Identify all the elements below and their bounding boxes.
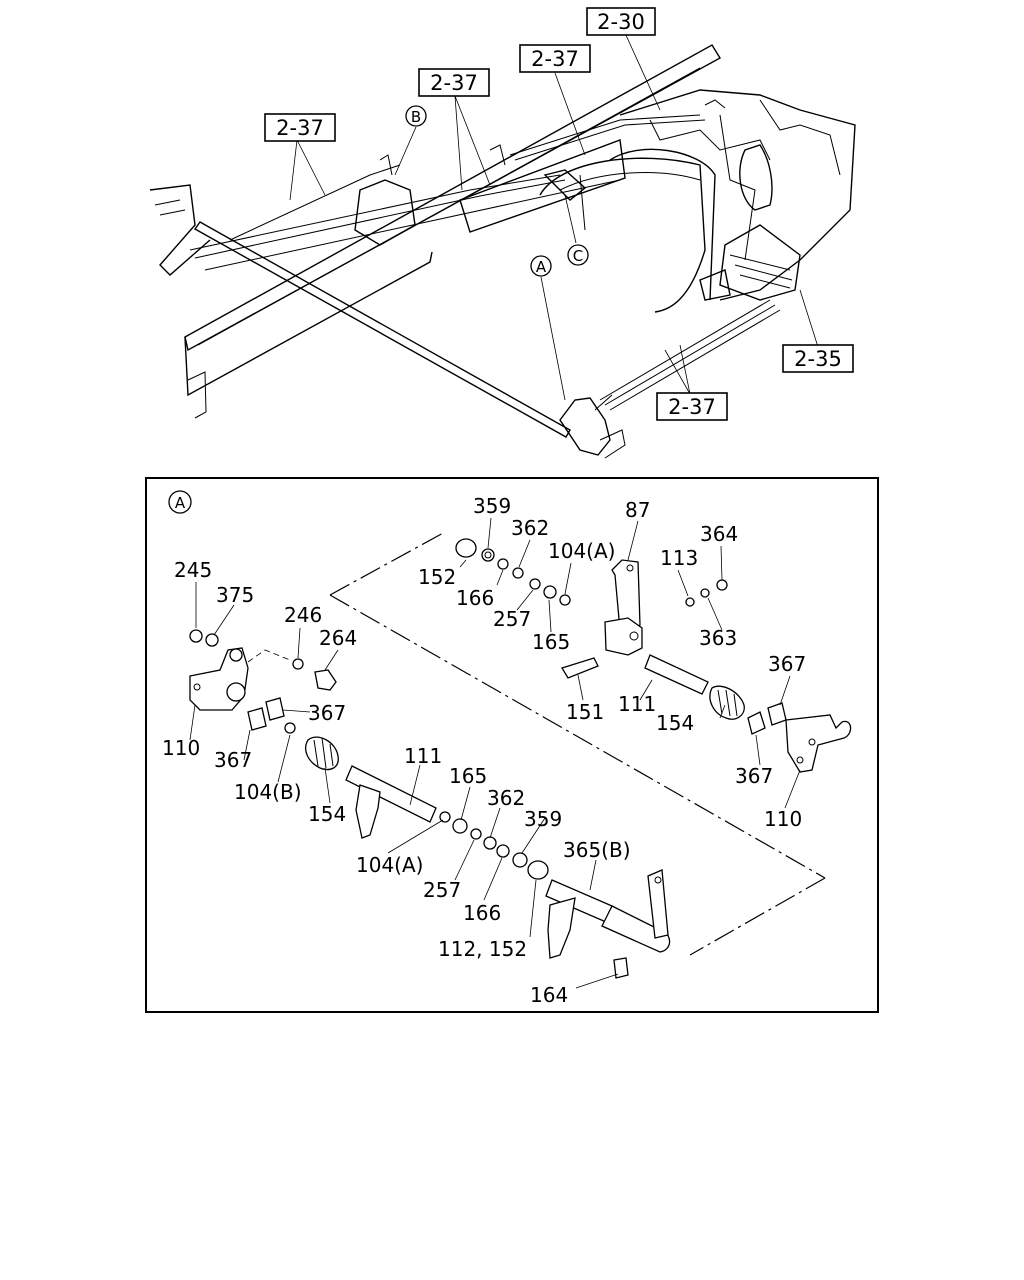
label-154-left: 154 xyxy=(308,802,346,826)
label-264: 264 xyxy=(319,626,357,650)
label-367-right-top: 367 xyxy=(768,652,806,676)
label-154-right: 154 xyxy=(656,711,694,735)
label-87: 87 xyxy=(625,498,650,522)
section-ref-2-37-mid[interactable]: 2-37 xyxy=(418,68,490,97)
svg-text:A: A xyxy=(175,494,186,512)
svg-text:2-30: 2-30 xyxy=(597,10,645,34)
marker-a: A xyxy=(530,255,552,277)
label-152-top: 152 xyxy=(418,565,456,589)
svg-text:B: B xyxy=(411,108,421,126)
label-246: 246 xyxy=(284,603,322,627)
label-104a-top: 104(A) xyxy=(548,539,615,563)
svg-text:C: C xyxy=(573,247,583,265)
label-166-top: 166 xyxy=(456,586,494,610)
section-ref-2-35[interactable]: 2-35 xyxy=(782,344,854,373)
label-362-bottom: 362 xyxy=(487,786,525,810)
label-165-bottom: 165 xyxy=(449,764,487,788)
label-166-bottom: 166 xyxy=(463,901,501,925)
svg-text:2-37: 2-37 xyxy=(430,71,478,95)
label-359-bottom: 359 xyxy=(524,807,562,831)
svg-text:2-37: 2-37 xyxy=(668,395,716,419)
marker-b: B xyxy=(405,105,427,127)
svg-text:A: A xyxy=(536,258,547,276)
svg-text:2-35: 2-35 xyxy=(794,347,842,371)
svg-text:2-37: 2-37 xyxy=(531,47,579,71)
detail-a-panel: A xyxy=(145,477,879,1013)
label-245: 245 xyxy=(174,558,212,582)
label-364: 364 xyxy=(700,522,738,546)
label-365b: 365(B) xyxy=(563,838,631,862)
label-112-152: 112, 152 xyxy=(438,937,527,961)
label-359-top: 359 xyxy=(473,494,511,518)
label-110-left: 110 xyxy=(162,736,200,760)
label-151: 151 xyxy=(566,700,604,724)
section-ref-2-30[interactable]: 2-30 xyxy=(586,7,656,36)
label-164: 164 xyxy=(530,983,568,1007)
label-113: 113 xyxy=(660,546,698,570)
section-ref-2-37-top[interactable]: 2-37 xyxy=(519,44,591,73)
svg-text:2-37: 2-37 xyxy=(276,116,324,140)
label-367-left-bottom: 367 xyxy=(214,748,252,772)
label-367-left-top: 367 xyxy=(308,701,346,725)
label-110-right: 110 xyxy=(764,807,802,831)
label-367-right-bottom: 367 xyxy=(735,764,773,788)
lever-87 xyxy=(604,559,643,656)
label-165-top: 165 xyxy=(532,630,570,654)
section-ref-2-37-left[interactable]: 2-37 xyxy=(264,113,336,142)
label-257-bottom: 257 xyxy=(423,878,461,902)
label-362-top: 362 xyxy=(511,516,549,540)
detail-marker-a: A xyxy=(168,490,192,514)
marker-c: C xyxy=(567,244,589,266)
overview-illustration: 2-30 2-37 2-37 2-37 2-35 2-37 B C xyxy=(149,7,856,459)
label-104a-bottom: 104(A) xyxy=(356,853,423,877)
label-363: 363 xyxy=(699,626,737,650)
section-ref-2-37-bottom[interactable]: 2-37 xyxy=(656,392,728,421)
label-375: 375 xyxy=(216,583,254,607)
label-104b: 104(B) xyxy=(234,780,302,804)
label-257-top: 257 xyxy=(493,607,531,631)
label-111-left: 111 xyxy=(404,744,442,768)
label-111-right: 111 xyxy=(618,692,656,716)
